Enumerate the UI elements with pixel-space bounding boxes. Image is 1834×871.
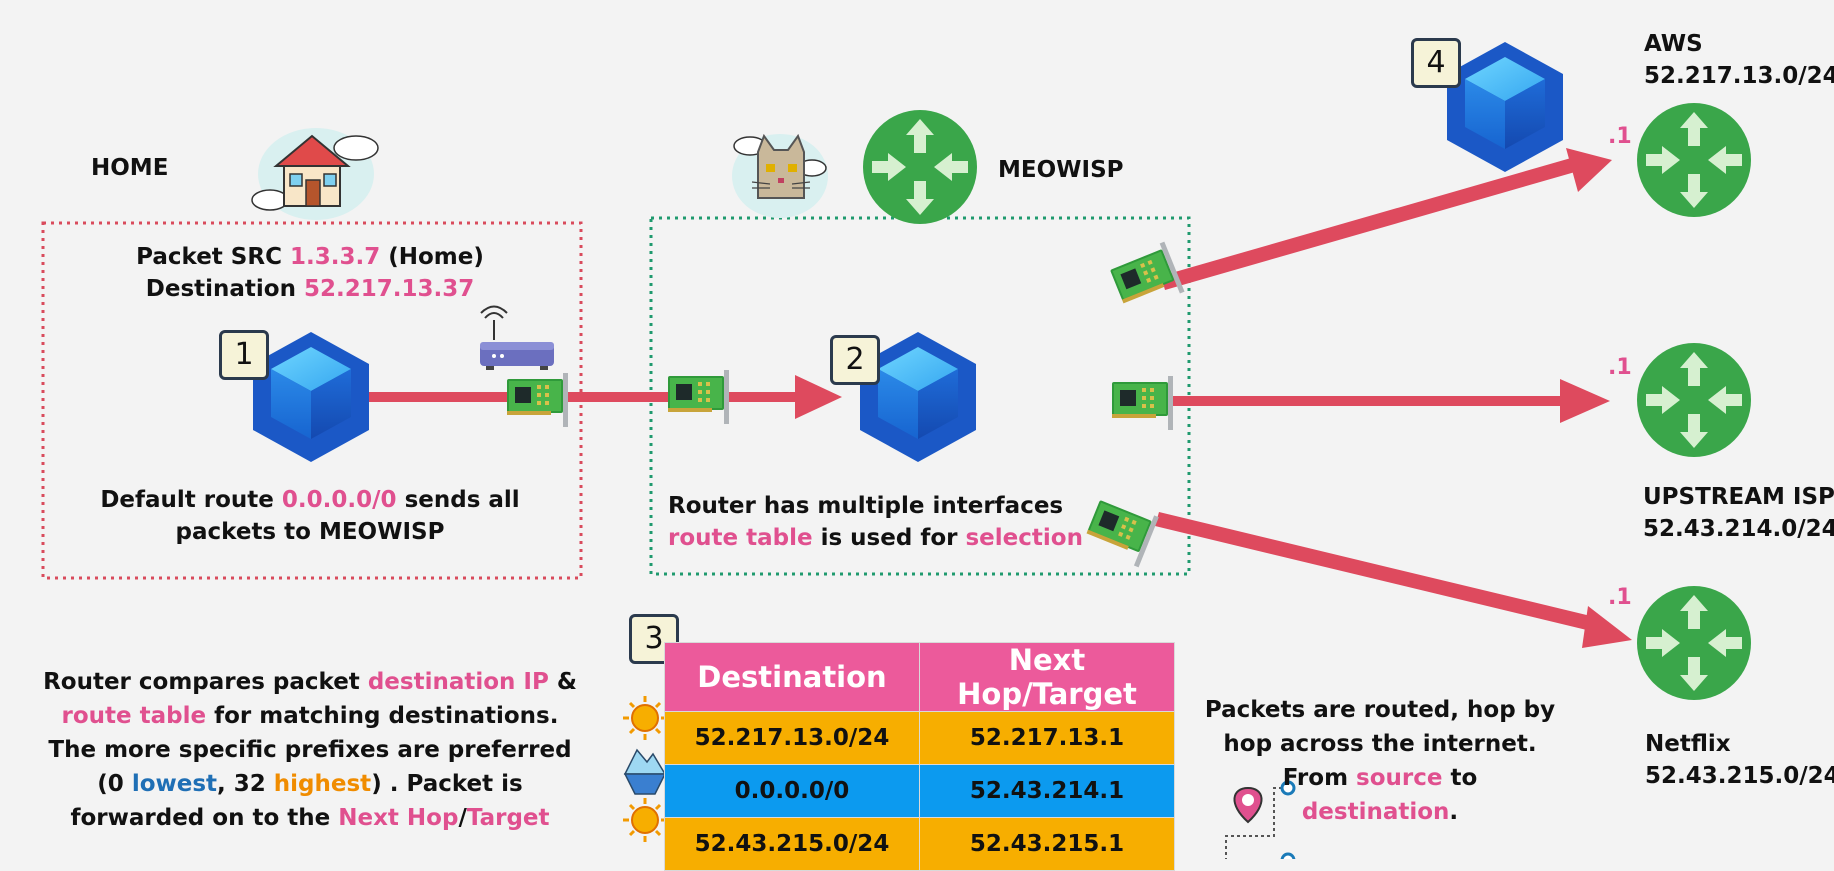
- col-destination: Destination: [664, 642, 920, 712]
- step-badge-3: 3: [629, 614, 679, 664]
- aws-label: AWS 52.217.13.0/24: [1644, 31, 1834, 89]
- step-badge-1: 1: [219, 330, 269, 380]
- route-table-header: Destination Next Hop/Target: [664, 642, 1175, 712]
- netflix-host-label: .1: [1608, 585, 1632, 610]
- iceberg-icon: [623, 748, 667, 795]
- arrowhead-to-aws: [1566, 148, 1612, 192]
- meowisp-title: MEOWISP: [998, 157, 1124, 183]
- wifi-router-icon: [480, 305, 554, 370]
- meowisp-router-icon: [863, 110, 977, 224]
- link-to-upstream: [1165, 396, 1565, 406]
- step-badge-2: 2: [830, 335, 880, 385]
- home-title: HOME: [91, 155, 169, 181]
- netflix-label: Netflix 52.43.215.0/24: [1645, 731, 1834, 789]
- arrows: [362, 148, 1632, 648]
- home-default-route-text: Default route 0.0.0.0/0 sends all packet…: [100, 487, 520, 545]
- upstream-host-label: .1: [1608, 355, 1632, 380]
- table-row: 0.0.0.0/0 52.43.214.1: [664, 764, 1175, 818]
- sun-icon: [623, 696, 667, 740]
- arrowhead-to-netflix: [1582, 606, 1632, 648]
- link-to-netflix: [1155, 512, 1599, 632]
- aws-router-cube-icon: [1447, 42, 1563, 172]
- isp-inbound-nic-icon: [668, 370, 729, 424]
- home-network-box: [41, 221, 583, 580]
- arrowhead-to-isp: [795, 375, 842, 419]
- aws-host-label: .1: [1608, 124, 1632, 149]
- route-table: Destination Next Hop/Target 52.217.13.0/…: [664, 642, 1175, 871]
- table-row: 52.43.215.0/24 52.43.215.1: [664, 817, 1175, 871]
- isp-nic-upstream-icon: [1112, 376, 1173, 430]
- packet-destination-line: Destination 52.217.13.37: [145, 276, 475, 302]
- table-row: 52.217.13.0/24 52.217.13.1: [664, 711, 1175, 765]
- home-nic-icon: [507, 373, 568, 427]
- packet-src-line: Packet SRC 1.3.3.7 (Home): [136, 244, 484, 270]
- cat-icon: [732, 133, 828, 218]
- col-next-hop: Next Hop/Target: [919, 642, 1175, 712]
- house-icon: [251, 128, 379, 220]
- netflix-router-icon: [1637, 586, 1751, 700]
- arrowhead-to-upstream: [1560, 379, 1610, 423]
- home-to-isp-link: [362, 392, 802, 402]
- home-router-cube-icon: [253, 332, 369, 462]
- sun-icon: [623, 798, 667, 842]
- isp-nic-aws-icon: [1107, 241, 1185, 315]
- step-badge-4: 4: [1411, 38, 1461, 88]
- route-path-icon: [1225, 780, 1296, 859]
- route-selection-explanation: Router compares packet destination IP & …: [43, 669, 577, 831]
- packet-src-ip: 1.3.3.7: [289, 244, 381, 270]
- aws-router-icon: [1637, 103, 1751, 217]
- packet-info: Packet SRC 1.3.3.7 (Home) Destination 52…: [110, 241, 510, 305]
- upstream-label: UPSTREAM ISP 52.43.214.0/24: [1643, 484, 1834, 542]
- packet-destination-ip: 52.217.13.37: [303, 276, 475, 302]
- routing-summary: Packets are routed, hop by hop across th…: [1204, 697, 1556, 825]
- upstream-router-icon: [1637, 343, 1751, 457]
- isp-router-text: Router has multiple interfaces route tab…: [668, 493, 1083, 551]
- link-to-aws: [1161, 158, 1575, 290]
